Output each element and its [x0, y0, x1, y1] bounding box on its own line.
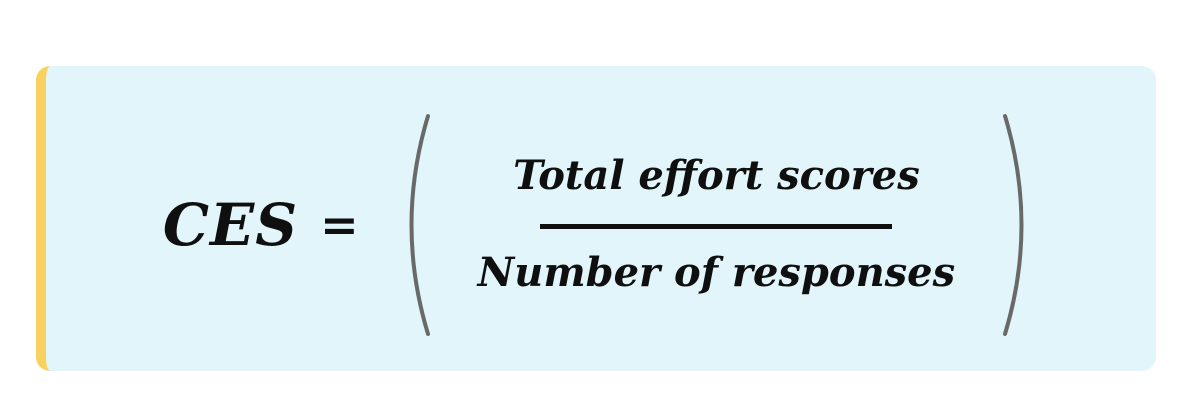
ces-formula: CES = Total effort scores Number of resp…: [163, 111, 1039, 339]
ces-label: CES: [162, 190, 299, 259]
fraction-numerator: Total effort scores: [513, 152, 920, 199]
fraction-denominator: Number of responses: [477, 249, 956, 296]
right-parenthesis-icon: [1003, 113, 1024, 336]
left-parenthesis-icon: [409, 113, 430, 336]
fraction: Total effort scores Number of responses: [478, 154, 955, 295]
fraction-bar: [540, 224, 893, 229]
equals-sign: =: [320, 197, 360, 252]
formula-lhs: CES =: [163, 191, 360, 259]
formula-card: CES = Total effort scores Number of resp…: [36, 66, 1156, 371]
